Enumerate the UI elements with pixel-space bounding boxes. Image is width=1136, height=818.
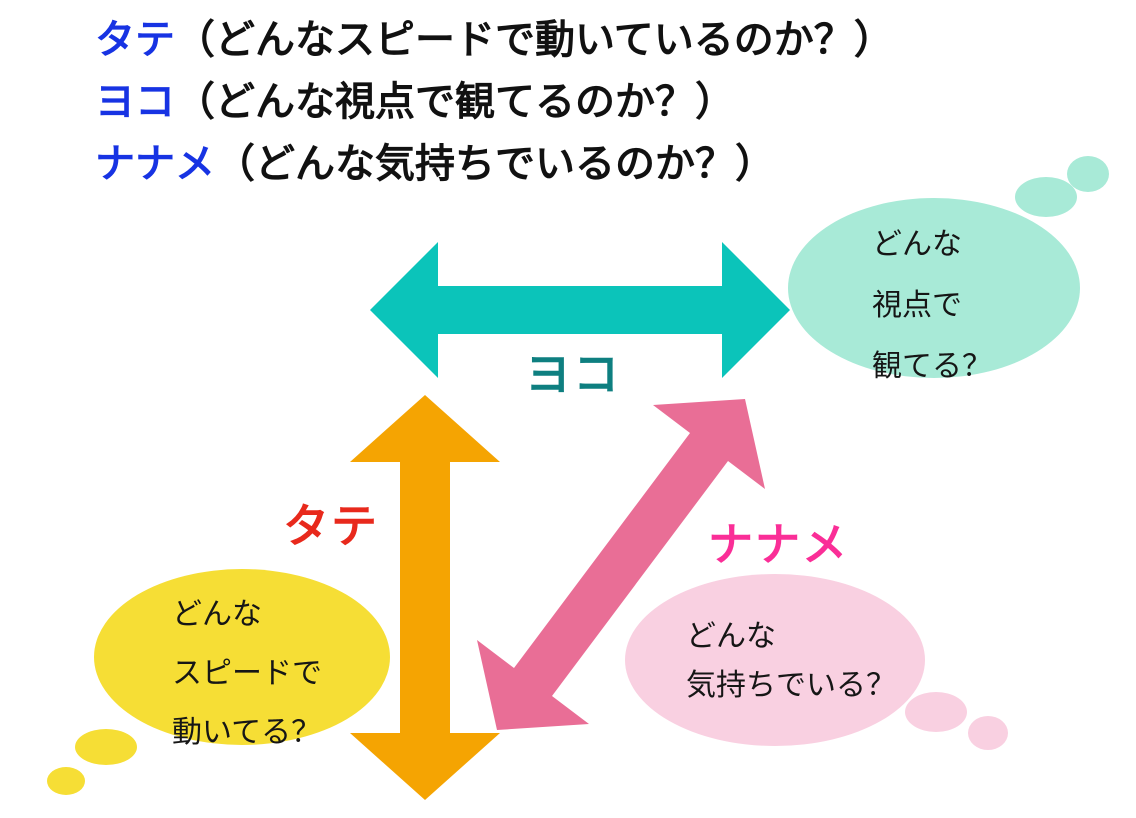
legend-description-tate: （どんなスピードで動いているのか？） [175,18,894,62]
tate-bubble-line-1: どんな [172,598,262,631]
yoko-bubble-tail-small [1067,156,1109,192]
tate-bubble-line-2: スピードで [172,657,322,690]
naname-thought-bubble [625,574,1008,750]
naname-bubble-line-1: どんな [686,620,776,653]
naname-bubble-line-2: 気持ちでいる？ [686,669,896,702]
legend-keyword-tate: タテ [95,18,175,62]
naname-bubble-tail-small [968,716,1008,750]
legend-row-yoko: ヨコ（どんな視点で観てるのか？） [95,71,894,133]
legend-description-naname: （どんな気持ちでいるのか？） [215,142,775,186]
yoko-bubble-line-2: 視点で [872,289,962,322]
naname-bubble-body [625,574,925,746]
tate-bubble-line-3: 動いてる？ [172,716,322,749]
tate-bubble-body [94,569,390,745]
legend-keyword-naname: ナナメ [95,142,215,186]
tate-arrow [350,395,500,800]
legend: タテ（どんなスピードで動いているのか？） ヨコ（どんな視点で観てるのか？） ナナ… [95,9,894,195]
yoko-arrow-label: ヨコ [525,348,621,400]
yoko-bubble-line-1: どんな [872,228,962,261]
yoko-bubble-line-3: 観てる？ [872,350,992,383]
naname-bubble-tail-large [905,692,967,732]
tate-bubble-tail-large [75,729,137,765]
yoko-bubble-tail-large [1015,177,1077,217]
legend-description-yoko: （どんな視点で観てるのか？） [175,80,735,124]
tate-arrow-label: タテ [283,500,379,552]
yoko-bubble-text: どんな 視点で 観てる？ [872,214,992,397]
legend-row-tate: タテ（どんなスピードで動いているのか？） [95,9,894,71]
tate-thought-bubble [47,569,390,795]
naname-arrow-label: ナナメ [708,519,850,570]
yoko-arrow [370,242,790,378]
tate-bubble-text: どんな スピードで 動いてる？ [172,585,322,762]
naname-arrow [477,399,765,730]
tate-bubble-tail-small [47,767,85,795]
naname-bubble-text: どんな 気持ちでいる？ [686,612,896,710]
yoko-thought-bubble [788,156,1109,378]
legend-row-naname: ナナメ（どんな気持ちでいるのか？） [95,133,894,195]
yoko-bubble-body [788,198,1080,378]
legend-keyword-yoko: ヨコ [95,80,175,124]
